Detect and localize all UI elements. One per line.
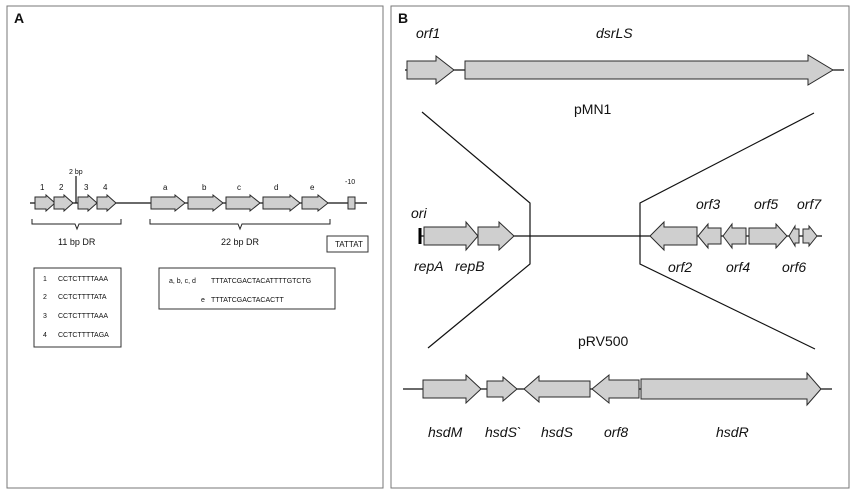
dr22-letter-e: e — [310, 183, 315, 192]
seq11-num-1: 1 — [43, 276, 47, 283]
repb-label: repB — [455, 258, 485, 274]
seq11-table — [33, 267, 122, 348]
prv500-name: pRV500 — [578, 333, 629, 349]
repa-gene-arrow — [423, 220, 479, 252]
dr22-letter-c: c — [237, 183, 241, 192]
panel-b-frame — [390, 5, 850, 489]
orf3-label: orf3 — [696, 196, 720, 212]
hsds-prime-gene-arrow — [486, 375, 518, 403]
spacer-label: 2 bp — [69, 169, 83, 176]
dr11-brace — [31, 219, 122, 231]
panel-a-letter: A — [14, 10, 24, 26]
dr22-arrow-a — [150, 193, 186, 213]
orf2-gene-arrow — [649, 220, 698, 252]
repa-label: repA — [414, 258, 444, 274]
dr11-arrow-2 — [53, 193, 74, 213]
tattat-box — [326, 235, 369, 253]
repeat-number-1: 1 — [40, 183, 45, 192]
zoom-line-right — [639, 112, 816, 350]
seq22-ids-2: e — [201, 297, 205, 304]
seq22-seq-2: TTTATCGACTACACTT — [211, 297, 284, 304]
panel-b: B orf1 dsrLS pMN1 ori repA repB orf3 orf… — [390, 5, 850, 489]
dr22-arrow-e — [301, 193, 329, 213]
orf3-gene-arrow — [697, 222, 722, 250]
orf4-label: orf4 — [726, 259, 750, 275]
dr22-letter-a: a — [163, 183, 168, 192]
minus10-box — [347, 196, 356, 210]
dr22-letter-d: d — [274, 183, 278, 192]
orf8-label: orf8 — [604, 424, 628, 440]
panel-a: A 1 2 3 4 2 bp a b c d e -10 11 bp DR 2 — [6, 5, 384, 489]
repeat-number-3: 3 — [84, 183, 89, 192]
panel-b-letter: B — [398, 10, 408, 26]
minus10-label: -10 — [345, 179, 355, 186]
seq11-seq-2: CCTCTTTTATA — [58, 294, 107, 301]
hsdr-label: hsdR — [716, 424, 749, 440]
hsdr-gene-arrow — [640, 371, 822, 407]
seq11-seq-3: CCTCTTTTAAA — [58, 313, 108, 320]
hsdm-label: hsdM — [428, 424, 463, 440]
dr11-arrow-3 — [77, 193, 98, 213]
dr22-arrow-c — [225, 193, 261, 213]
dr22-brace — [149, 219, 331, 231]
repb-gene-arrow — [477, 220, 515, 252]
dsrls-gene-arrow — [464, 54, 834, 86]
seq11-seq-1: CCTCTTTTAAA — [58, 276, 108, 283]
dr22-arrow-b — [187, 193, 224, 213]
panel-a-frame — [6, 5, 384, 489]
dr11-arrow-1 — [34, 193, 56, 213]
hsds-label: hsdS — [541, 424, 574, 440]
dr11-arrow-4 — [96, 193, 117, 213]
repeat-number-2: 2 — [59, 183, 64, 192]
orf7-label: orf7 — [797, 196, 822, 212]
pmn1-name: pMN1 — [574, 101, 612, 117]
seq22-ids-1: a, b, c, d — [169, 278, 196, 285]
seq11-num-2: 2 — [43, 294, 47, 301]
ori-label: ori — [411, 205, 427, 221]
orf6-gene-arrow — [788, 224, 800, 248]
orf1-label: orf1 — [416, 25, 440, 41]
dsrls-label: dsrLS — [596, 25, 633, 41]
dr22-arrow-d — [262, 193, 301, 213]
dr22-letter-b: b — [202, 183, 207, 192]
hsds-prime-label: hsdS` — [485, 424, 522, 440]
orf2-label: orf2 — [668, 259, 692, 275]
orf8-gene-arrow — [591, 373, 640, 405]
seq11-num-3: 3 — [43, 313, 47, 320]
repeat-number-4: 4 — [103, 183, 108, 192]
tattat-text: TATTAT — [335, 240, 363, 249]
hsdm-gene-arrow — [422, 373, 482, 405]
orf5-gene-arrow — [748, 222, 788, 250]
seq22-seq-1: TTTATCGACTACATTTTGTCTG — [211, 278, 311, 285]
dr22-label: 22 bp DR — [221, 237, 260, 247]
seq11-seq-4: CCTCTTTTAGA — [58, 332, 109, 339]
orf4-gene-arrow — [722, 222, 747, 250]
hsds-gene-arrow — [523, 374, 591, 404]
dr11-label: 11 bp DR — [58, 237, 96, 247]
orf1-gene-arrow — [406, 54, 455, 86]
orf5-label: orf5 — [754, 196, 778, 212]
orf7-gene-arrow — [802, 224, 818, 248]
seq11-num-4: 4 — [43, 332, 47, 339]
seq22-table — [158, 267, 336, 310]
zoom-line-left — [421, 111, 531, 349]
orf6-label: orf6 — [782, 259, 806, 275]
